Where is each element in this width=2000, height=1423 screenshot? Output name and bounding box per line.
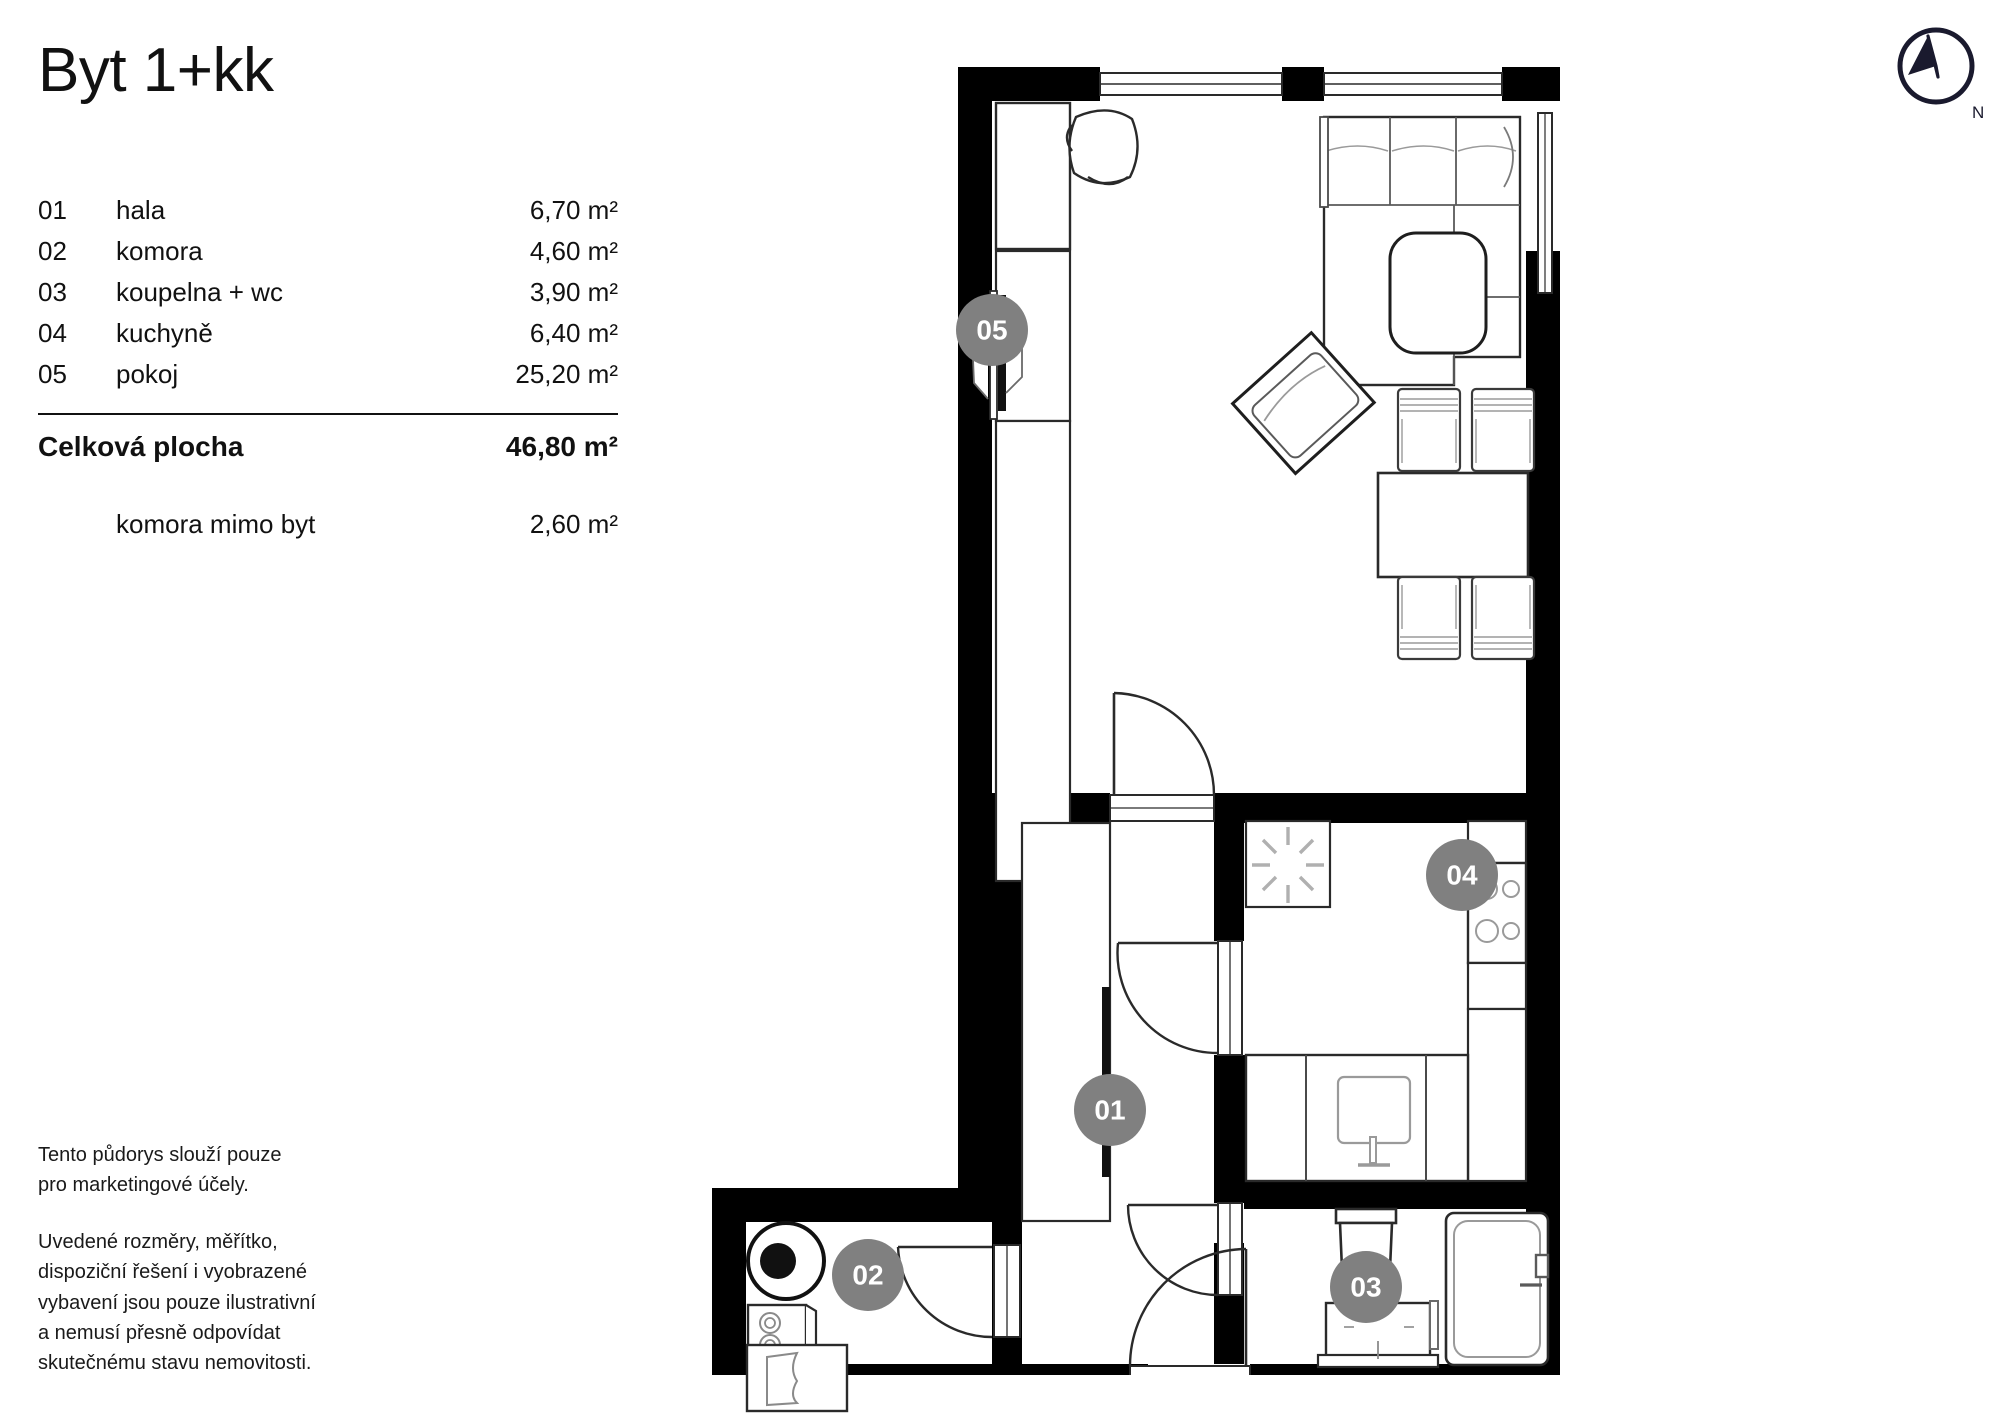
- table-row: 04 kuchyně 6,40 m²: [38, 318, 618, 359]
- refrigerator: [1468, 1009, 1526, 1181]
- room-name: hala: [116, 195, 428, 226]
- table-divider: [38, 413, 618, 415]
- desk: [996, 103, 1070, 249]
- floor-plan-drawing: 05 04 01 02 03: [690, 55, 1720, 1375]
- table-row: 05 pokoj 25,20 m²: [38, 359, 618, 400]
- total-area-row: Celková plocha 46,80 m²: [38, 431, 618, 463]
- table-row: 02 komora 4,60 m²: [38, 236, 618, 277]
- compass-rose-icon: N: [1892, 22, 1988, 126]
- room-area: 4,60 m²: [428, 236, 618, 267]
- wall-closet: [996, 421, 1070, 881]
- compass-north-label: N: [1972, 103, 1984, 122]
- room-number: 03: [38, 277, 116, 308]
- room-badge-label: 03: [1350, 1272, 1381, 1303]
- bathtub: [1446, 1213, 1548, 1365]
- table-row: 01 hala 6,70 m²: [38, 195, 618, 236]
- room-badge-02: 02: [832, 1239, 904, 1311]
- floor-plan-svg: 05 04 01 02 03: [690, 55, 1720, 1375]
- office-chair: [1067, 110, 1138, 184]
- disclaimer-paragraph-1: Tento půdorys slouží pouze pro marketing…: [38, 1140, 458, 1201]
- total-area-label: Celková plocha: [38, 431, 428, 463]
- komora-shelf-cabinet: [745, 1343, 865, 1423]
- room-area: 3,90 m²: [428, 277, 618, 308]
- hall-closet: [1022, 823, 1110, 1221]
- room-area: 6,70 m²: [428, 195, 618, 226]
- room-area: 25,20 m²: [428, 359, 618, 390]
- dining-set: [1378, 389, 1534, 659]
- table-row: 03 koupelna + wc 3,90 m²: [38, 277, 618, 318]
- room-badge-label: 05: [976, 315, 1007, 346]
- room-name: pokoj: [116, 359, 428, 390]
- room-badge-label: 02: [852, 1260, 883, 1291]
- compass-rose: N: [1892, 22, 1988, 126]
- extra-area-label: komora mimo byt: [116, 509, 428, 540]
- room-badge-05: 05: [956, 294, 1028, 366]
- water-heater: [748, 1223, 824, 1299]
- dining-chair: [1398, 389, 1460, 471]
- extra-area-value: 2,60 m²: [428, 509, 618, 540]
- room-number: 05: [38, 359, 116, 390]
- room-badge-01: 01: [1074, 1074, 1146, 1146]
- disclaimer-block: Tento půdorys slouží pouze pro marketing…: [38, 1140, 458, 1405]
- extra-area-row: komora mimo byt 2,60 m²: [38, 509, 618, 540]
- room-area: 6,40 m²: [428, 318, 618, 349]
- room-legend-table: 01 hala 6,70 m² 02 komora 4,60 m² 03 kou…: [38, 195, 618, 540]
- coffee-table: [1390, 233, 1486, 353]
- info-panel: Byt 1+kk 01 hala 6,70 m² 02 komora 4,60 …: [38, 20, 658, 540]
- room-number: 04: [38, 318, 116, 349]
- dining-chair: [1472, 577, 1534, 659]
- kitchen-cabinet: [1468, 963, 1526, 1009]
- room-number: 01: [38, 195, 116, 226]
- dining-table: [1378, 473, 1528, 577]
- dining-chair: [1472, 389, 1534, 471]
- disclaimer-paragraph-2: Uvedené rozměry, měřítko, dispoziční řeš…: [38, 1227, 458, 1379]
- dining-chair: [1398, 577, 1460, 659]
- room-badge-04: 04: [1426, 839, 1498, 911]
- total-area-value: 46,80 m²: [428, 431, 618, 463]
- room-name: kuchyně: [116, 318, 428, 349]
- page-title: Byt 1+kk: [38, 20, 658, 103]
- room-badge-03: 03: [1330, 1251, 1402, 1323]
- room-number: 02: [38, 236, 116, 267]
- room-badge-label: 04: [1446, 860, 1478, 891]
- room-name: koupelna + wc: [116, 277, 428, 308]
- room-badge-label: 01: [1094, 1095, 1125, 1126]
- room-name: komora: [116, 236, 428, 267]
